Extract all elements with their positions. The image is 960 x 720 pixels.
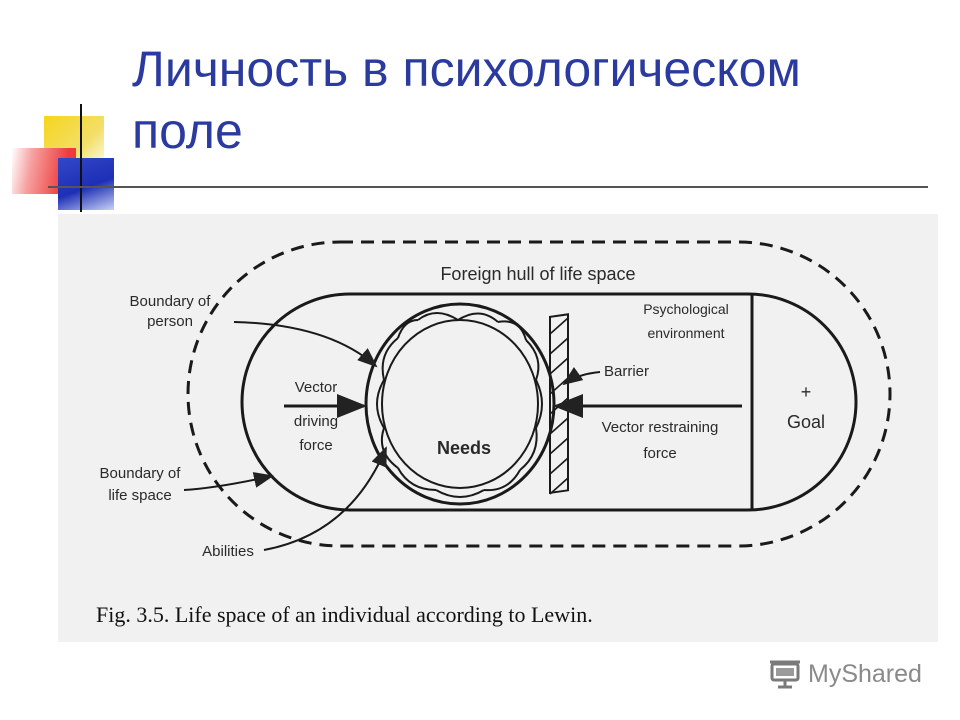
label-vector-driving-1: Vector xyxy=(295,379,338,396)
title-underline xyxy=(48,186,928,188)
label-foreign-hull: Foreign hull of life space xyxy=(440,264,635,284)
label-vector-restraining-1: Vector restraining xyxy=(602,419,719,436)
lewin-life-space-diagram: Foreign hull of life space Boundary of p… xyxy=(96,240,892,627)
slide-title: Личность в психологическом поле xyxy=(132,38,932,162)
label-boundary-life-2: life space xyxy=(108,487,171,504)
label-boundary-person-2: person xyxy=(147,313,193,330)
pointer-boundary-person xyxy=(233,321,378,368)
label-psych-env-2: environment xyxy=(647,325,724,341)
watermark-text: MyShared xyxy=(808,659,922,688)
decor-vertical-line xyxy=(80,104,82,212)
pointer-barrier xyxy=(562,367,601,386)
pointer-abilities xyxy=(263,446,387,551)
watermark: MyShared xyxy=(768,656,922,692)
label-boundary-life-1: Boundary of xyxy=(100,465,182,482)
person-boundary xyxy=(364,302,556,506)
label-boundary-person-1: Boundary of xyxy=(130,293,212,310)
figure-scan: Foreign hull of life space Boundary of p… xyxy=(58,214,938,642)
label-goal-plus: + xyxy=(801,382,812,402)
life-space-boundary xyxy=(240,292,858,512)
title-line-1: Личность в психологическом xyxy=(132,41,801,97)
label-goal: Goal xyxy=(787,412,825,432)
label-vector-driving-2: driving xyxy=(294,413,338,430)
presentation-icon xyxy=(770,660,800,689)
pointer-boundary-life xyxy=(183,472,274,491)
label-vector-restraining-2: force xyxy=(643,445,676,462)
foreign-hull-boundary xyxy=(186,240,892,548)
label-barrier: Barrier xyxy=(604,363,649,380)
label-needs: Needs xyxy=(437,438,491,458)
label-psych-env-1: Psychological xyxy=(643,301,729,317)
decor-blue-square xyxy=(58,158,114,210)
label-vector-driving-3: force xyxy=(299,437,332,454)
title-line-2: поле xyxy=(132,103,243,159)
figure-caption: Fig. 3.5. Life space of an individual ac… xyxy=(96,602,593,627)
label-abilities: Abilities xyxy=(202,543,254,560)
